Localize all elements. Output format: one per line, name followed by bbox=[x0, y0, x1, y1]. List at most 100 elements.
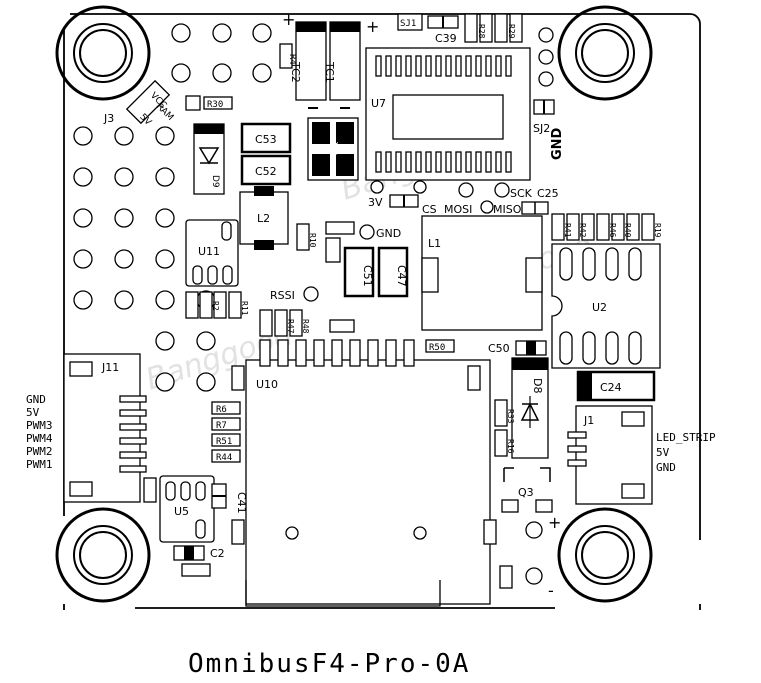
label-j11-gnd: GND bbox=[26, 393, 46, 406]
plus-sign: + bbox=[548, 513, 561, 532]
label-gnd-right: GND bbox=[550, 127, 565, 160]
diode-d8: D8 bbox=[511, 357, 549, 459]
label-j11-5v: 5V bbox=[26, 406, 40, 419]
label-u10: U10 bbox=[256, 378, 278, 391]
pad-grid-top bbox=[171, 23, 272, 83]
resistor-r4: R4 bbox=[279, 43, 297, 69]
resistor-cluster-u11: R2 R11 bbox=[185, 291, 249, 319]
resistor-r9 bbox=[499, 565, 513, 589]
label-r7: R7 bbox=[216, 421, 227, 431]
capacitor-c48 bbox=[325, 237, 341, 263]
capacitor-c3 bbox=[181, 563, 211, 577]
label-r48: R48 bbox=[301, 319, 310, 334]
capacitor-c24: C24 bbox=[576, 370, 656, 402]
plus-sign: + bbox=[366, 17, 379, 36]
capacitor-c50: C50 bbox=[488, 340, 547, 356]
label-r44: R44 bbox=[216, 453, 232, 463]
spi-test-points: 3V CS MOSI MISO SCK C25 bbox=[368, 180, 559, 216]
label-r4: R4 bbox=[287, 54, 297, 65]
label-y2: Y2 bbox=[327, 141, 340, 156]
label-l1: L1 bbox=[428, 237, 441, 250]
label-led-strip: LED_STRIP bbox=[656, 431, 716, 444]
label-j11-pwm4: PWM4 bbox=[26, 432, 53, 445]
label-r2: R2 bbox=[211, 301, 220, 311]
resistor-stack-left: R6 R7 R51 R44 bbox=[211, 401, 241, 463]
resistor-array-top: R28 R29 bbox=[464, 13, 523, 43]
u7-pins-bottom bbox=[375, 151, 512, 173]
resistor-cluster-mid: R47 R48 bbox=[259, 309, 310, 337]
mounting-hole-bottom-right bbox=[557, 507, 653, 603]
label-c51: C51 bbox=[361, 265, 374, 287]
chip-u11: U11 bbox=[185, 219, 239, 287]
label-j3: J3 bbox=[103, 112, 114, 125]
label-d9: D9 bbox=[210, 175, 220, 188]
label-r30: R30 bbox=[207, 100, 223, 110]
plus-sign: + bbox=[282, 10, 295, 29]
capacitor-c25 bbox=[521, 201, 549, 215]
jumper-j3: J3 VCC RAM 5V bbox=[103, 79, 175, 128]
label-r16: R16 bbox=[506, 439, 515, 454]
resistor-r33: R33 bbox=[494, 399, 515, 427]
transistor-q3: Q3 bbox=[501, 467, 553, 513]
label-u7: U7 bbox=[371, 97, 386, 110]
board-title: OmnibusF4-Pro-0A bbox=[188, 649, 470, 679]
mounting-hole-bottom-left bbox=[55, 507, 151, 603]
capacitor-tc2: TC2 bbox=[289, 21, 327, 101]
label-r51: R51 bbox=[216, 437, 232, 447]
label-r33: R33 bbox=[506, 409, 515, 424]
label-r28: R28 bbox=[477, 24, 486, 39]
resistor-r16: R16 bbox=[494, 429, 515, 457]
label-c53: C53 bbox=[255, 133, 277, 146]
inductor-l2: L2 bbox=[239, 186, 289, 250]
label-c39: C39 bbox=[435, 32, 457, 45]
label-q3: Q3 bbox=[518, 486, 534, 499]
label-j1-gnd: GND bbox=[656, 461, 676, 474]
jumper-sj1: SJ1 bbox=[397, 13, 423, 31]
label-j11: J11 bbox=[101, 361, 119, 374]
capacitor-c53: C53 bbox=[240, 122, 292, 154]
resistor-r10: R10 bbox=[296, 223, 317, 251]
sdcard-slot-u10: U10 bbox=[231, 339, 497, 607]
label-r46: R46 bbox=[608, 223, 617, 238]
label-u11: U11 bbox=[198, 245, 220, 258]
label-c47: C47 bbox=[395, 265, 408, 287]
label-r29: R29 bbox=[507, 24, 516, 39]
label-r19: R19 bbox=[653, 223, 662, 238]
capacitor-c36-left bbox=[143, 477, 157, 503]
label-mosi: MOSI bbox=[444, 203, 472, 216]
chip-u5: U5 bbox=[159, 475, 215, 543]
capacitor-c2: C2 bbox=[173, 545, 225, 561]
j11-pin-labels: GND 5V PWM3 PWM4 PWM2 PWM1 bbox=[26, 393, 53, 471]
label-j11-pwm3: PWM3 bbox=[26, 419, 53, 432]
label-c25: C25 bbox=[537, 187, 559, 200]
label-u5: U5 bbox=[174, 505, 189, 518]
capacitor-c52: C52 bbox=[240, 154, 292, 186]
capacitor-c38 bbox=[389, 194, 419, 208]
label-r11: R11 bbox=[240, 301, 249, 316]
label-c52: C52 bbox=[255, 165, 277, 178]
diode-d9: D9 bbox=[193, 123, 225, 195]
connector-j1: J1 bbox=[567, 405, 653, 505]
resistor-r50: R50 bbox=[425, 339, 455, 353]
label-rssi: RSSI bbox=[270, 289, 295, 302]
minus-sign: - bbox=[548, 581, 554, 600]
label-r6: R6 bbox=[216, 405, 227, 415]
label-gnd-center: GND bbox=[376, 227, 401, 240]
label-u2: U2 bbox=[592, 301, 607, 314]
crystal-y2: Y2 bbox=[307, 117, 359, 181]
chip-u2: U2 bbox=[551, 243, 661, 369]
label-sck: SCK bbox=[510, 187, 533, 200]
resistor-r30: R30 bbox=[203, 96, 233, 110]
jumper-sj2: SJ2 bbox=[533, 99, 555, 135]
label-r50: R50 bbox=[429, 343, 445, 353]
label-c50: C50 bbox=[488, 342, 510, 355]
label-sj2: SJ2 bbox=[533, 122, 550, 135]
label-l2: L2 bbox=[257, 212, 270, 225]
capacitor-c51: C51 bbox=[343, 246, 375, 298]
label-sj1: SJ1 bbox=[400, 19, 416, 29]
label-c41: C41 bbox=[235, 492, 248, 514]
connector-j11: J11 bbox=[63, 353, 147, 503]
label-r47: R47 bbox=[286, 319, 295, 334]
label-r41: R41 bbox=[563, 223, 572, 238]
label-r40: R40 bbox=[623, 223, 632, 238]
